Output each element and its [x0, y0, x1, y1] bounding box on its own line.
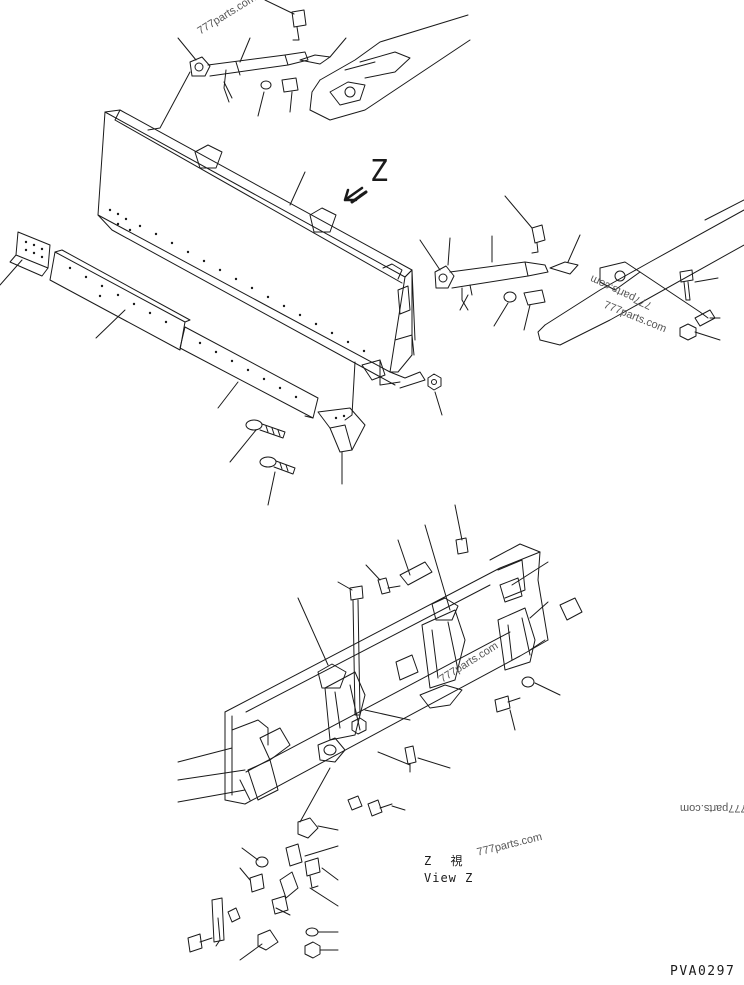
cylinder-right [434, 224, 579, 311]
bolt-right-upper [679, 269, 694, 301]
plow-bolt-lower [259, 456, 296, 475]
blade-rear-view [224, 543, 549, 805]
blade-upper [97, 109, 426, 389]
cutting-edge-left [49, 249, 191, 351]
leader-lines-lower [177, 504, 561, 961]
end-bit [317, 407, 366, 453]
watermark-5: 777parts.com [680, 802, 744, 814]
cutting-edge-right [179, 326, 319, 419]
view-marker-z: Z [370, 154, 389, 189]
cutting-edge-left-end [9, 231, 51, 277]
drawing-code: PVA0297 [670, 964, 736, 979]
nut-right [427, 373, 442, 391]
view-caption-en: View Z [424, 871, 474, 885]
nut-right-lower [679, 323, 697, 341]
frame-arm-left [309, 14, 471, 121]
view-caption-jp: Z 視 [424, 854, 469, 868]
plow-bolt-upper [245, 419, 286, 439]
view-arrow [343, 186, 368, 204]
leader-lines-upper [0, 0, 721, 506]
frame-arm-right [537, 199, 744, 346]
cylinder-left [189, 9, 331, 103]
lower-link-stack [187, 817, 321, 959]
